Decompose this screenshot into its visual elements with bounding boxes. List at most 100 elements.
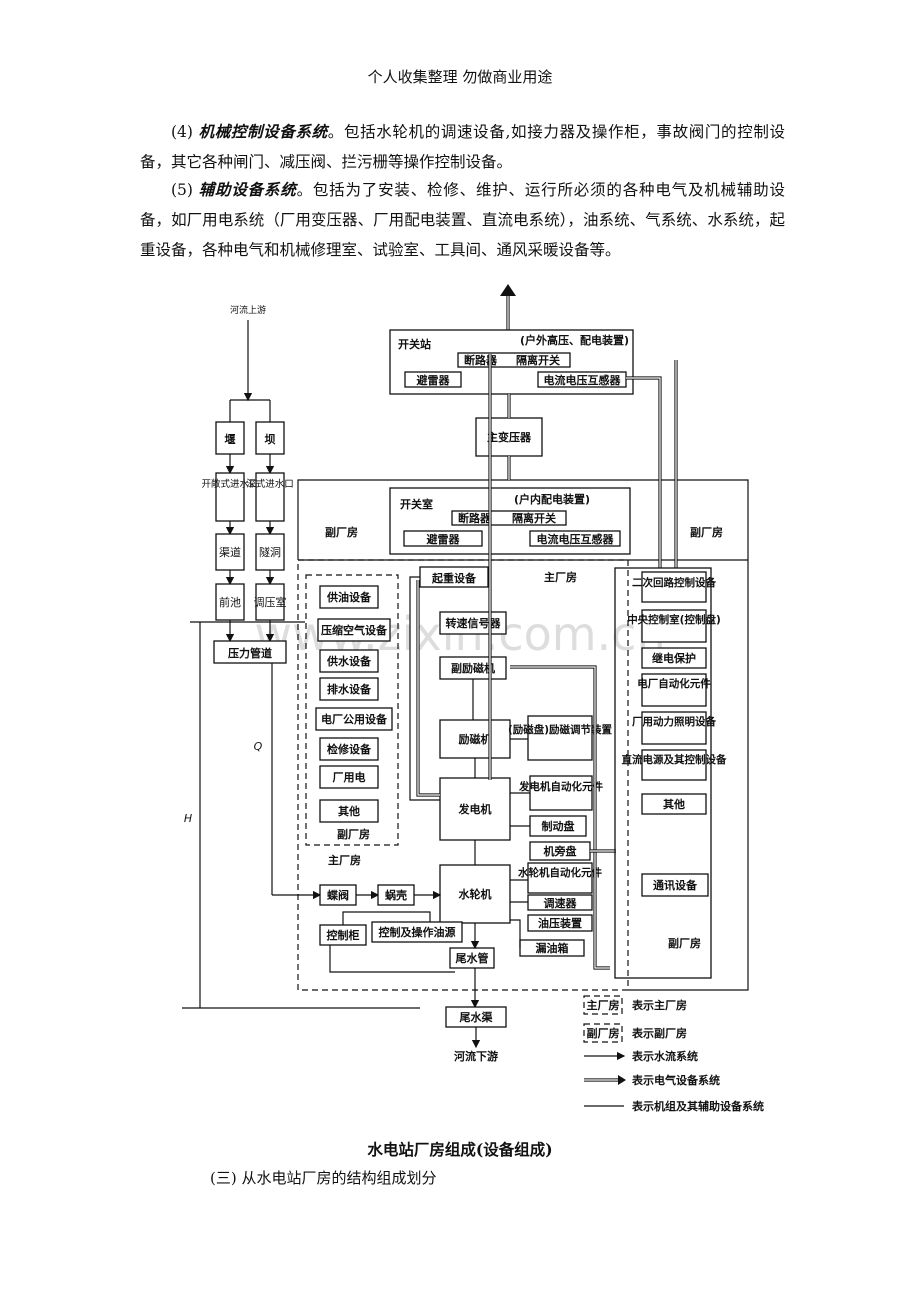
- left-list-item-4: [315, 707, 393, 731]
- arrester-in-box: [403, 530, 483, 547]
- page-header: 个人收集整理 勿做商业用途: [367, 68, 553, 86]
- aux-house-right-label: 副厂房: [690, 525, 723, 539]
- oil-pressure-box: [527, 914, 593, 932]
- left-list-label-6: 厂用电: [333, 770, 366, 784]
- open-intake-box: [215, 472, 245, 522]
- left-list-item-7: [319, 799, 379, 823]
- butterfly-valve-label: 蝶阀: [327, 888, 349, 902]
- control-cabinet-label: 控制柜: [327, 928, 360, 942]
- control-oil-label: 控制及操作油源: [379, 925, 456, 939]
- right-list-item-5: [641, 749, 707, 781]
- indoor-label: (户内配电装置): [514, 492, 590, 506]
- arrester-out-box: [404, 371, 462, 388]
- left-list-label-4: 电厂公用设备: [321, 712, 388, 726]
- deep-intake-box: [255, 472, 285, 522]
- breaker-isolator-box: [457, 352, 571, 368]
- breaker-isolator-in-box: [451, 510, 567, 526]
- deep-intake-label: 深式进水口: [246, 478, 294, 490]
- left-list-item-6: [319, 765, 379, 789]
- tunnel-box: [255, 533, 285, 571]
- exc-panel-label: (励磁盘)励磁调节装置: [508, 723, 613, 736]
- para5-term: 辅助设备系统: [198, 180, 297, 199]
- river-up-label: 河流上游: [230, 304, 266, 316]
- exc-panel-box: [527, 715, 593, 761]
- tunnel-label: 隧洞: [259, 545, 281, 559]
- ctpt-out-label: 电流电压互感器: [544, 373, 622, 387]
- gen-auto-label: 发电机自动化元件: [518, 780, 603, 793]
- sub-exciter-label: 副励磁机: [451, 661, 495, 675]
- brake-label: 制动盘: [542, 819, 575, 833]
- legend-text-4: 表示机组及其辅助设备系统: [631, 1099, 764, 1113]
- para5-text: 。包括为了安装、检修、维护、运行所必须的各种电气及机械辅助设备，如厂用电系统（厂…: [140, 181, 785, 259]
- generator-label: 发电机: [458, 802, 492, 816]
- switch-station-label: 开关站: [398, 337, 431, 351]
- main-transformer-label: 主变压器: [487, 430, 532, 444]
- right-list-label-4: 厂用动力照明设备: [632, 715, 716, 728]
- para4-num: (4): [171, 123, 193, 141]
- left-list-label-7: 其他: [338, 804, 360, 818]
- right-list-label-0: 二次回路控制设备: [632, 576, 716, 589]
- legend-aux-house-sym: [583, 1023, 623, 1043]
- tailrace-label: 尾水渠: [459, 1010, 494, 1024]
- oil-pressure-label: 油压装置: [538, 916, 582, 930]
- governor-label: 调速器: [544, 896, 578, 910]
- canal-label: 渠道: [219, 545, 241, 559]
- left-list-label-2: 供水设备: [326, 654, 372, 668]
- legend-text-1: 表示副厂房: [631, 1026, 687, 1040]
- legend-sym-0: 主厂房: [587, 998, 620, 1012]
- speed-signal-label: 转速信号器: [446, 616, 502, 630]
- legend-text-2: 表示水流系统: [631, 1049, 698, 1063]
- section-heading: (三) 从水电站厂房的结构组成划分: [210, 1169, 437, 1187]
- main-house-label: 主厂房: [544, 570, 577, 584]
- paragraph-4: (4) 机械控制设备系统。包括水轮机的调速设备,如接力器及操作柜，事故阀门的控制…: [140, 117, 785, 177]
- comm-box: [641, 873, 709, 897]
- left-list-label-5: 检修设备: [327, 742, 372, 756]
- right-list-label-2: 继电保护: [652, 651, 696, 665]
- aux-house-left-label: 副厂房: [325, 525, 358, 539]
- left-list-label-1: 压缩空气设备: [321, 623, 388, 637]
- right-list-item-1: [641, 609, 707, 643]
- inner-aux-house-label: 副厂房: [337, 827, 370, 841]
- legend-main-house-sym: [583, 995, 623, 1015]
- breaker-out-label: 断路器: [464, 353, 498, 367]
- forebay-label: 前池: [219, 595, 241, 609]
- left-list-item-1: [317, 618, 391, 642]
- turbine-auto-box: [527, 862, 593, 894]
- dam-label: 坝: [265, 432, 276, 446]
- arrester-in-label: 避雷器: [427, 532, 461, 546]
- ctpt-in-box: [529, 530, 621, 547]
- figure-caption: 水电站厂房组成(设备组成): [367, 1140, 553, 1159]
- left-list-item-3: [319, 677, 379, 701]
- aux-house-bottom-label: 副厂房: [668, 936, 701, 950]
- q-label: Q: [254, 740, 263, 753]
- right-list-item-0: [641, 571, 707, 603]
- left-list-item-5: [319, 737, 379, 761]
- right-control-frame: [614, 567, 712, 979]
- breaker-in-label: 断路器: [458, 511, 492, 525]
- paragraph-5: (5) 辅助设备系统。包括为了安装、检修、维护、运行所必须的各种电气及机械辅助设…: [140, 175, 785, 265]
- scroll-case-label: 蜗壳: [385, 888, 407, 902]
- left-list-item-0: [319, 585, 379, 609]
- penstock-box: [213, 640, 287, 664]
- switch-room-label: 开关室: [400, 497, 433, 511]
- exciter-label: 励磁机: [459, 732, 492, 746]
- weir-label: 堰: [225, 432, 236, 446]
- right-list-label-5: 直流电源及其控制设备: [622, 753, 727, 766]
- draft-tube-label: 尾水管: [455, 951, 489, 965]
- main-house-low-label: 主厂房: [328, 853, 361, 867]
- exciter-box: [439, 719, 511, 759]
- surge-label: 调压室: [254, 595, 287, 609]
- legend-text-0: 表示主厂房: [631, 998, 687, 1012]
- aux-house-outline: [297, 479, 749, 991]
- para4-text: 。包括水轮机的调速设备,如接力器及操作柜，事故阀门的控制设备，其它各种闸门、减压…: [140, 123, 785, 171]
- right-list-item-4: [641, 711, 707, 745]
- left-list-item-2: [319, 649, 379, 673]
- inner-aux-house-outline: [305, 574, 399, 846]
- outdoor-label: (户外高压、配电装置): [520, 333, 629, 347]
- left-list-label-3: 排水设备: [327, 682, 372, 696]
- right-list-label-3: 电厂自动化元件: [637, 677, 711, 690]
- legend-sym-1: 副厂房: [587, 1026, 620, 1040]
- control-oil-box: [371, 921, 463, 943]
- river-down-label: 河流下游: [454, 1049, 498, 1063]
- penstock-label: 压力管道: [228, 646, 272, 660]
